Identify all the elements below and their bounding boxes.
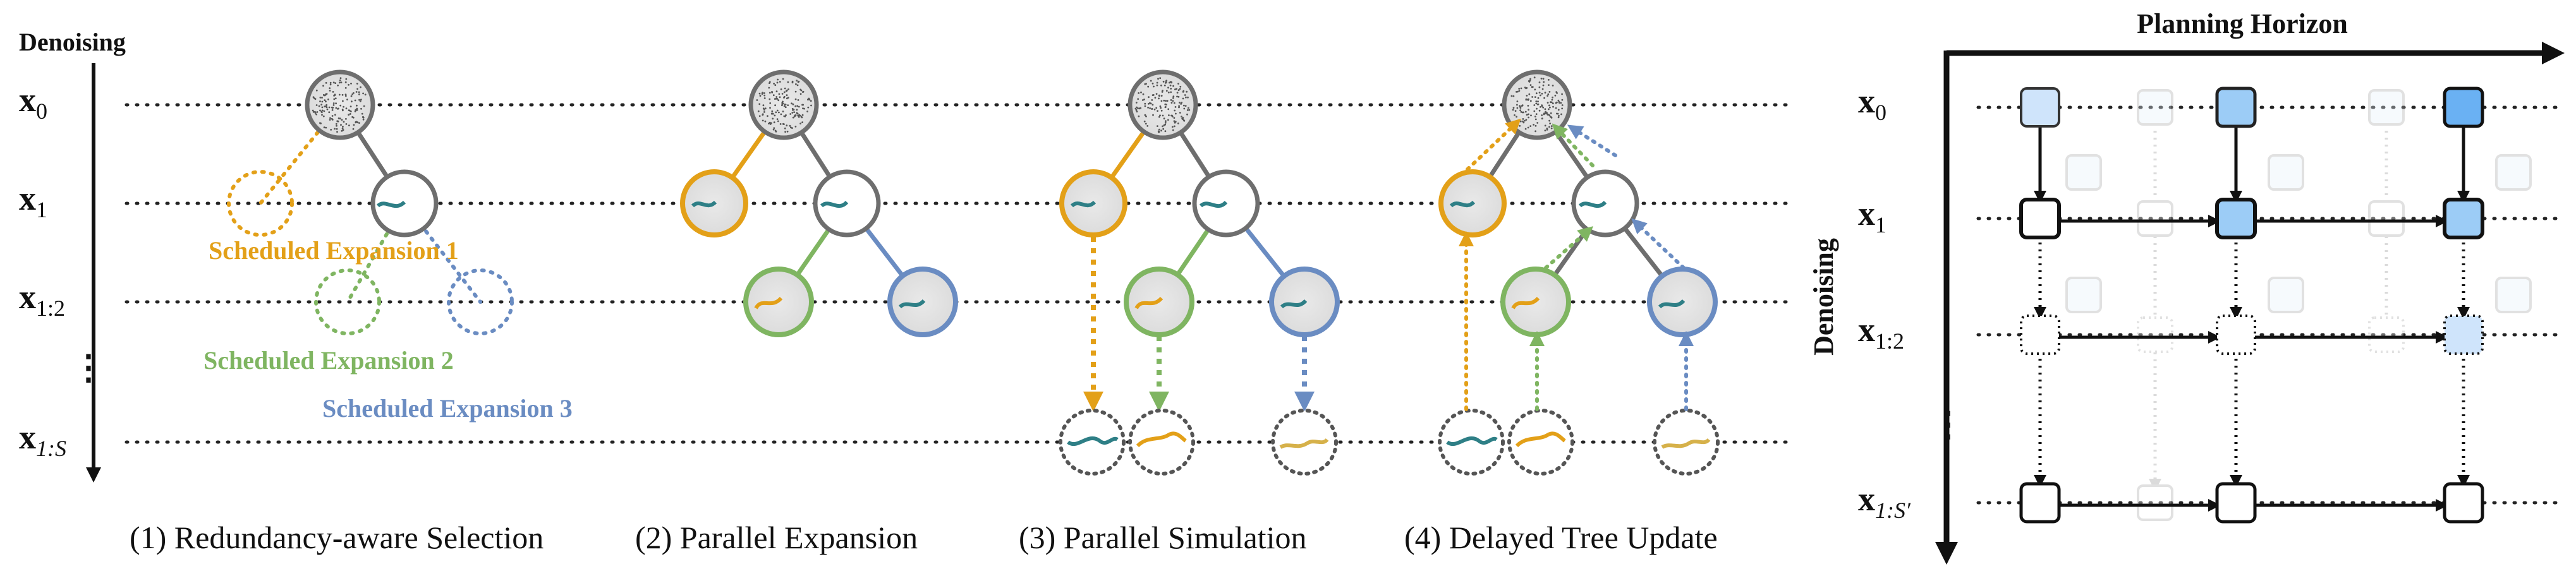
step-caption-update: (4) Delayed Tree Update bbox=[1404, 520, 1718, 555]
grid-node bbox=[2443, 198, 2484, 239]
row-label-x0: x0 bbox=[19, 81, 47, 124]
scheduled-node-3 bbox=[447, 268, 514, 335]
noise-texture bbox=[1134, 77, 1191, 133]
rollout-node bbox=[1128, 409, 1195, 476]
root-node bbox=[748, 69, 819, 140]
left-panel: Denoising x0 x1 x1:2 ⋮ x1:S bbox=[19, 28, 1790, 555]
step-caption-simulation: (3) Parallel Simulation bbox=[1019, 520, 1306, 555]
row-label-x1S: x1:S bbox=[19, 418, 66, 461]
right-panel: Planning Horizon Denoising x0 x1 x1:2 ⋮ … bbox=[1808, 8, 2565, 565]
grid-node bbox=[2019, 198, 2061, 239]
rollout-node bbox=[1059, 409, 1126, 476]
row-labels: x0 x1 x1:2 ⋮ x1:S bbox=[19, 81, 106, 461]
grid-connections bbox=[2034, 124, 2470, 512]
grid-node bbox=[2443, 482, 2484, 524]
grid-nodes bbox=[2019, 87, 2484, 524]
row-label-x12: x1:2 bbox=[19, 278, 65, 321]
right-row-ellipsis: ⋮ bbox=[1931, 405, 1965, 443]
grid-node bbox=[2216, 315, 2256, 355]
denoising-label: Denoising bbox=[19, 28, 126, 56]
right-row-label-x0: x0 bbox=[1858, 82, 1886, 125]
grid-node bbox=[2020, 87, 2060, 128]
planning-horizon-label: Planning Horizon bbox=[2137, 8, 2348, 39]
stage-update bbox=[1438, 69, 1720, 476]
stage-simulation bbox=[1059, 69, 1340, 476]
faded-columns bbox=[2065, 89, 2532, 521]
step-captions: (1) Redundancy-aware Selection (2) Paral… bbox=[130, 520, 1718, 555]
scheduled-node-1 bbox=[227, 170, 294, 237]
step-caption-expansion: (2) Parallel Expansion bbox=[635, 520, 918, 555]
stage-selection: Scheduled Expansion 1 Scheduled Expansio… bbox=[204, 69, 573, 423]
noise-texture bbox=[756, 78, 812, 133]
rollout-node bbox=[1271, 409, 1338, 476]
row-ellipsis: ⋮ bbox=[71, 349, 106, 387]
noise-texture bbox=[312, 77, 367, 133]
right-row-label-x12: x1:2 bbox=[1858, 311, 1904, 354]
stage-expansion bbox=[680, 69, 958, 337]
right-denoising-label: Denoising bbox=[1808, 238, 1839, 356]
grid-node bbox=[2443, 87, 2484, 128]
step-caption-selection: (1) Redundancy-aware Selection bbox=[130, 520, 544, 555]
noise-texture bbox=[1510, 76, 1564, 133]
grid-node bbox=[2215, 198, 2257, 239]
grid-node bbox=[2215, 87, 2257, 128]
trajectory-snippet bbox=[376, 200, 406, 208]
row-label-x1: x1 bbox=[19, 179, 47, 222]
right-row-labels: x0 x1 x1:2 ⋮ x1:S′ bbox=[1858, 82, 1965, 523]
grid-node bbox=[2019, 482, 2061, 524]
grid-node bbox=[2443, 315, 2484, 355]
scheduled-node-2 bbox=[314, 268, 381, 335]
scheduled-expansion-1-label: Scheduled Expansion 1 bbox=[209, 236, 459, 265]
scheduled-expansion-3-label: Scheduled Expansion 3 bbox=[322, 394, 573, 423]
right-row-label-x1: x1 bbox=[1858, 195, 1886, 237]
right-row-label-x1S: x1:S′ bbox=[1858, 480, 1911, 523]
scheduled-expansion-2-label: Scheduled Expansion 2 bbox=[204, 346, 454, 375]
grid-node bbox=[2020, 315, 2060, 355]
grid-node bbox=[2215, 482, 2257, 524]
